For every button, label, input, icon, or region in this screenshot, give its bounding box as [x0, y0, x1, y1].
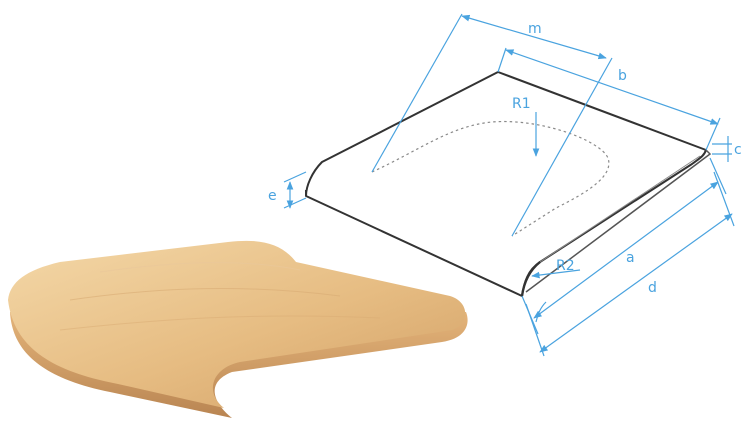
m-extension-left [371, 13, 463, 173]
e-tick-bottom [283, 197, 307, 209]
label-r1: R1 [512, 96, 531, 112]
seat-top-face [305, 71, 707, 297]
label-d: d [648, 280, 657, 296]
wooden-seat-image [8, 240, 468, 418]
label-e: e [268, 188, 277, 204]
dimension-lines [283, 13, 735, 357]
label-a: a [626, 250, 635, 266]
label-m: m [528, 21, 542, 37]
label-r2: R2 [556, 258, 575, 274]
label-c: c [734, 142, 742, 158]
r2-arrow [531, 269, 581, 279]
wood-grain-line [59, 315, 381, 331]
r2-arc [535, 301, 547, 323]
d-dimension-line [539, 213, 733, 353]
b-extension-left [497, 47, 507, 73]
label-b: b [618, 68, 627, 84]
a-extension-top [709, 157, 727, 195]
dimension-labels: m b R1 c e a R2 d [268, 21, 742, 296]
b-dimension-line [505, 49, 719, 125]
d-extension-top [713, 171, 735, 227]
e-tick-top [283, 171, 307, 183]
wood-grain-line [99, 262, 301, 273]
wood-grain-line [69, 287, 341, 301]
d-extension-bottom [525, 303, 545, 357]
seat-line-drawing [305, 71, 712, 297]
wooden-seat-top-surface [8, 240, 466, 408]
